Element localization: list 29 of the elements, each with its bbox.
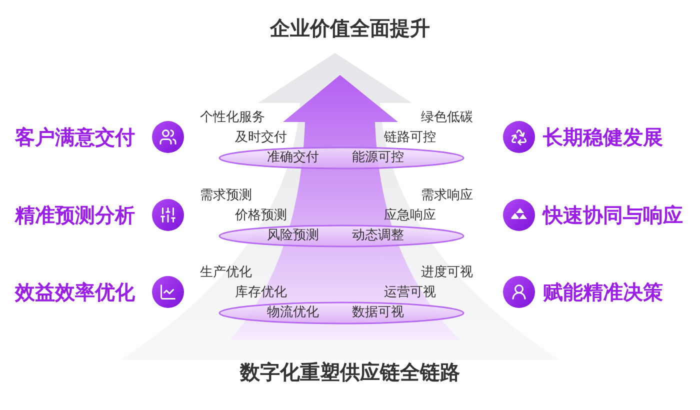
feature-text: 应急响应 (384, 207, 436, 225)
feature-text: 链路可控 (384, 129, 436, 147)
ellipse-ring (218, 224, 465, 248)
ring-text: 数据可视 (352, 304, 404, 322)
benefit-heading: 客户满意交付 (15, 125, 135, 149)
benefit-heading: 长期稳健发展 (543, 125, 663, 149)
benefit-heading: 赋能精准决策 (543, 280, 663, 304)
feature-text: 及时交付 (235, 129, 287, 147)
feature-text: 运营可视 (384, 284, 436, 302)
ring-text: 风险预测 (267, 227, 319, 245)
ellipse-ring (218, 301, 465, 325)
ellipse-ring (218, 146, 465, 170)
benefit-heading: 快速协同与响应 (543, 203, 683, 227)
feature-text: 库存优化 (235, 284, 287, 302)
feature-text: 需求预测 (200, 187, 252, 205)
feature-text: 绿色低碳 (421, 109, 473, 127)
ring-text: 动态调整 (352, 227, 404, 245)
feature-text: 个性化服务 (200, 109, 265, 127)
benefit-heading: 效益效率优化 (15, 280, 135, 304)
ring-text: 物流优化 (267, 304, 319, 322)
feature-text: 需求响应 (421, 187, 473, 205)
ring-text: 准确交付 (267, 149, 319, 167)
feature-text: 生产优化 (200, 264, 252, 282)
feature-text: 进度可视 (421, 264, 473, 282)
feature-text: 价格预测 (235, 207, 287, 225)
title: 企业价值全面提升 (268, 16, 431, 40)
ring-text: 能源可控 (352, 149, 404, 167)
caption: 数字化重塑供应链全链路 (238, 360, 461, 384)
benefit-heading: 精准预测分析 (15, 203, 135, 227)
